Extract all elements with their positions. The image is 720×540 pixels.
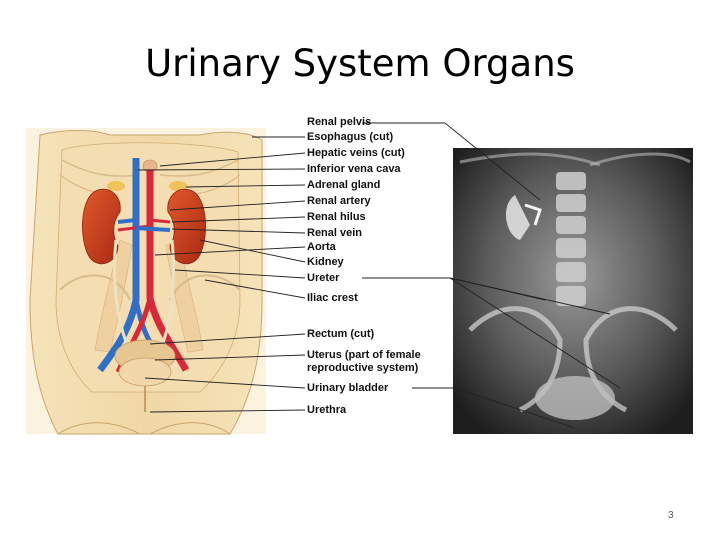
label-renal-artery: Renal artery (307, 195, 371, 207)
xray-image (453, 148, 693, 434)
label-renal-hilus: Renal hilus (307, 211, 366, 223)
label-esophagus: Esophagus (cut) (307, 131, 394, 143)
label-urethra: Urethra (307, 404, 347, 416)
label-ureter: Ureter (307, 272, 340, 284)
label-renal-vein: Renal vein (307, 227, 363, 239)
label-hepatic-veins: Hepatic veins (cut) (307, 147, 405, 159)
label-kidney: Kidney (307, 256, 344, 268)
label-urinary-bladder: Urinary bladder (307, 382, 389, 394)
label-rectum: Rectum (cut) (307, 328, 375, 340)
page-number: 3 (668, 510, 674, 521)
label-iliac-crest: Iliac crest (307, 292, 358, 304)
label-inferior-vena-cava: Inferior vena cava (307, 163, 401, 175)
slide-title: Urinary System Organs (145, 42, 575, 85)
label-uterus: Uterus (part of female reproductive syst… (307, 349, 421, 374)
label-renal-pelvis: Renal pelvis (307, 116, 372, 128)
label-adrenal-gland: Adrenal gland (307, 179, 381, 191)
anatomy-illustration (26, 128, 266, 435)
label-aorta: Aorta (307, 241, 336, 253)
leader-lines (137, 122, 621, 429)
